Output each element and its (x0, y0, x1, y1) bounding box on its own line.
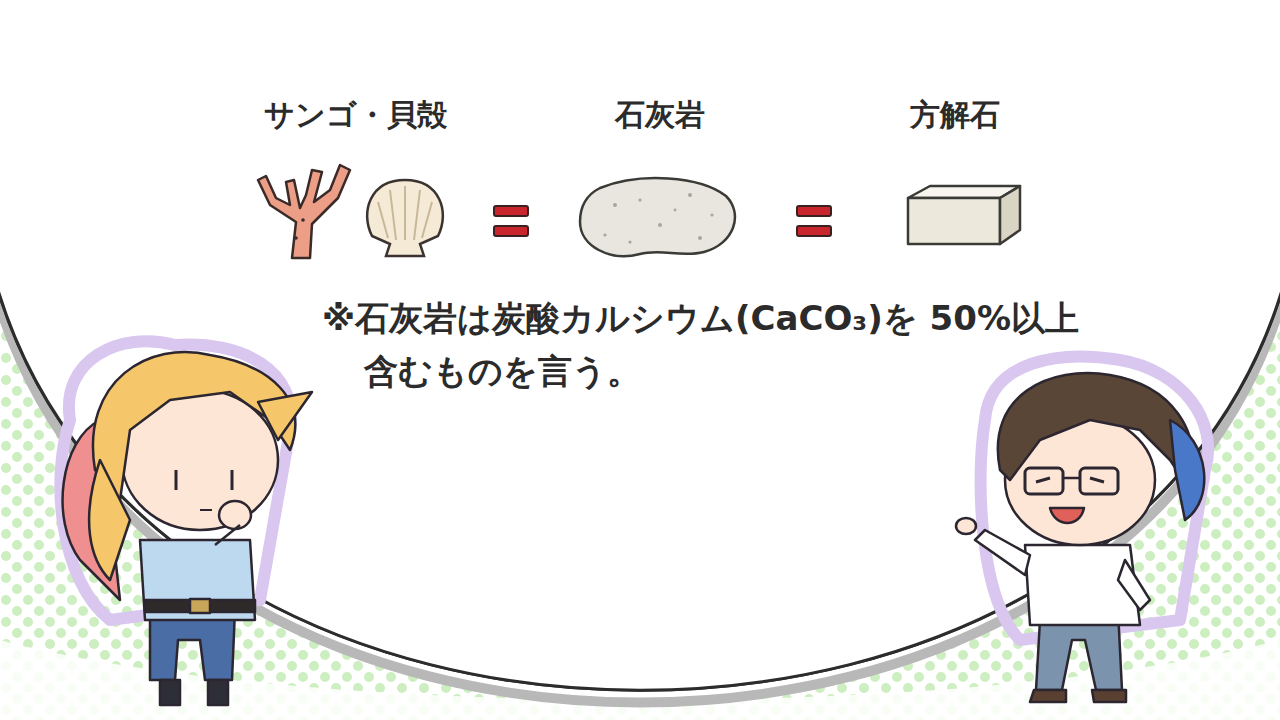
calcite-icon (908, 186, 1020, 244)
limestone-icon (580, 178, 735, 256)
circle-fill (0, 0, 1280, 690)
circle-halo (0, 0, 1280, 703)
heading-label: サンゴ・貝殻 (264, 92, 447, 139)
note-text: ※石灰岩は炭酸カルシウム(CaCO₃)を 50%以上含むものを言う。 (322, 292, 1084, 397)
equals-sign (797, 206, 831, 236)
equals-sign (494, 206, 528, 236)
heading-label: 方解石 (910, 92, 1000, 139)
blonde-character (60, 341, 312, 705)
heading-label: 石灰岩 (615, 92, 705, 139)
coral-icon (258, 165, 350, 258)
big-circle-outline (0, 280, 1280, 690)
shell-icon (367, 180, 443, 256)
glasses-character (956, 357, 1208, 702)
